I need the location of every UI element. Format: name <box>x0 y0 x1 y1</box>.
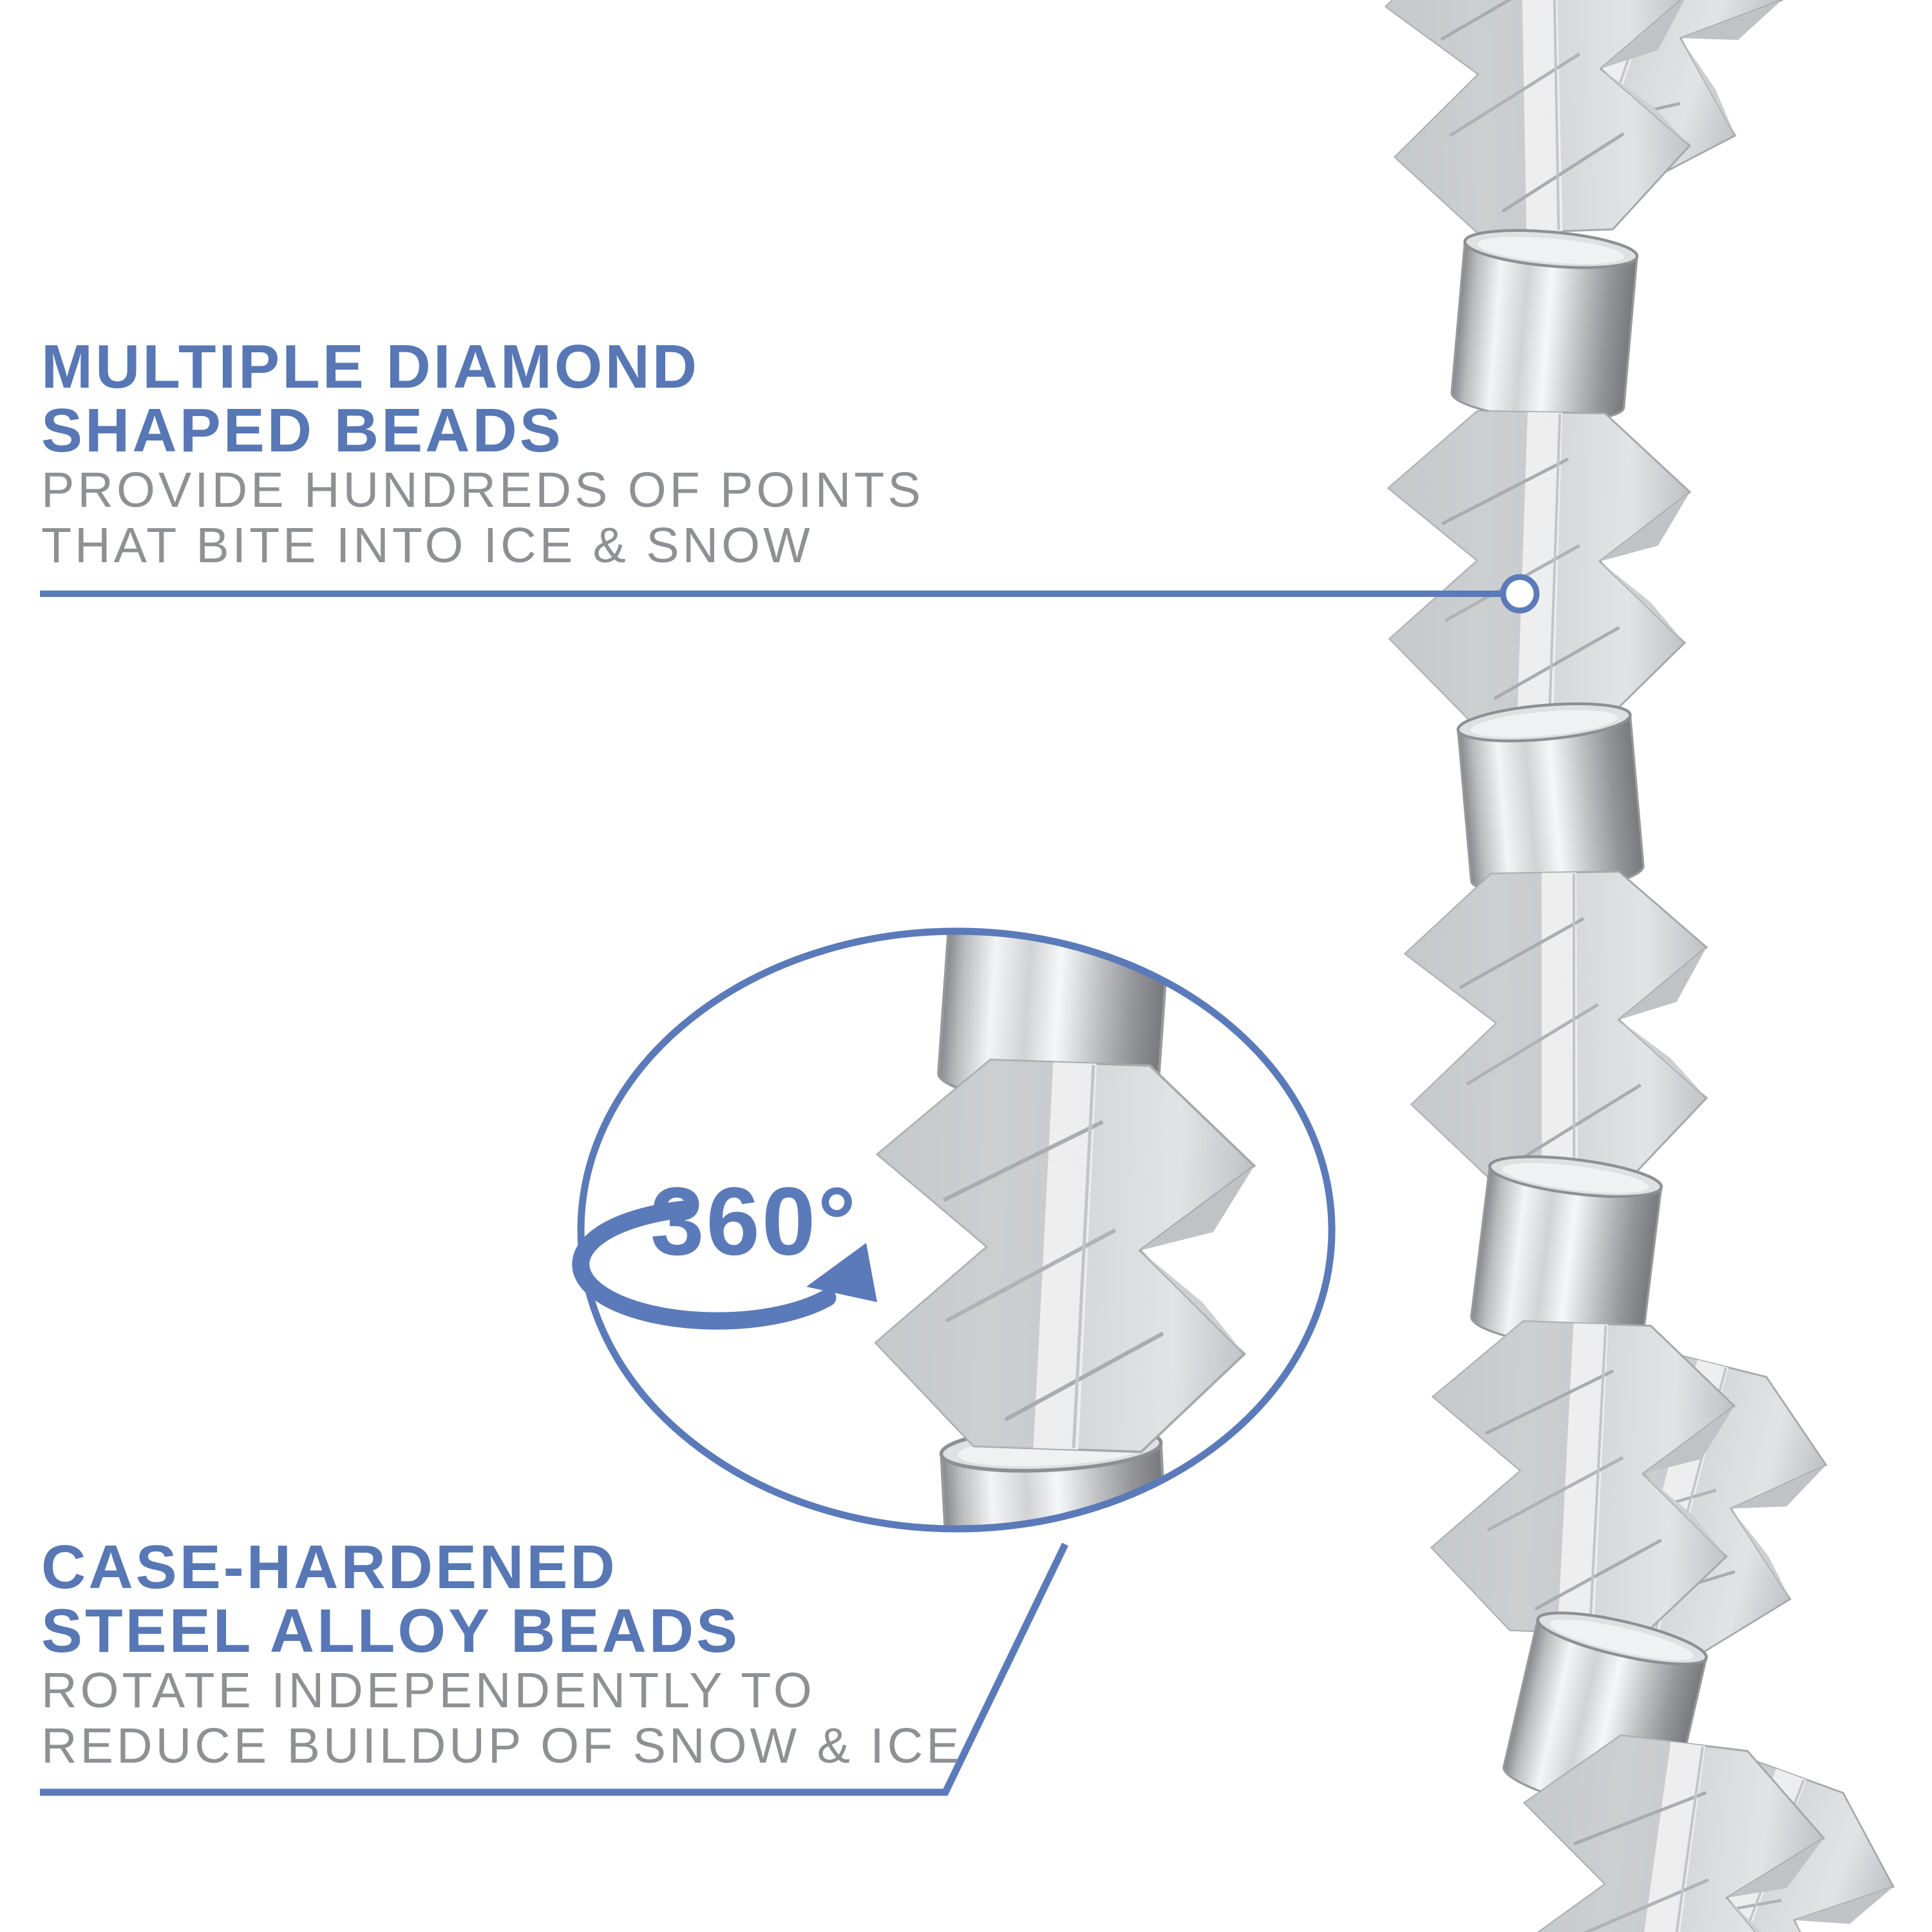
callout-body-line: PROVIDE HUNDREDS OF POINTS <box>41 462 924 518</box>
cylinder-bead-zoomed <box>940 1421 1172 1671</box>
bead-point-marker <box>1500 574 1540 614</box>
magnifier-detail: 360° <box>572 927 1336 1671</box>
callout-body-line: ROTATE INDEPENDENTLY TO <box>41 1663 815 1718</box>
rotation-360-label: 360° <box>650 1167 858 1275</box>
diamond-bead <box>1385 410 1691 724</box>
diamond-bead <box>1404 870 1710 1184</box>
cylinder-bead <box>1457 698 1645 900</box>
callout-body-line: REDUCE BUILDUP OF SNOW & ICE <box>41 1718 963 1774</box>
callout-heading-line: SHAPED BEADS <box>41 396 564 465</box>
callout-steel-beads: CASE-HARDENED STEEL ALLOY BEADS ROTATE I… <box>41 1535 963 1774</box>
bottom-leader-line <box>40 1542 1068 1796</box>
rotation-360-icon: 360° <box>572 1167 877 1330</box>
top-leader-line <box>40 574 1540 614</box>
callout-heading-line: CASE-HARDENED <box>41 1533 618 1602</box>
diamond-bead-zoomed <box>867 1056 1258 1455</box>
callout-heading-line: MULTIPLE DIAMOND <box>41 332 700 401</box>
cylinder-bead <box>1450 225 1639 426</box>
magnifier-ring <box>577 927 1336 1533</box>
diamond-bead <box>1383 0 1695 237</box>
rotation-arrowhead <box>806 1243 877 1302</box>
bead-chain <box>1383 0 1918 1932</box>
callout-diamond-beads: MULTIPLE DIAMOND SHAPED BEADS PROVIDE HU… <box>41 335 924 573</box>
callout-heading-line: STEEL ALLOY BEADS <box>41 1596 741 1665</box>
callout-body-line: THAT BITE INTO ICE & SNOW <box>41 518 813 573</box>
